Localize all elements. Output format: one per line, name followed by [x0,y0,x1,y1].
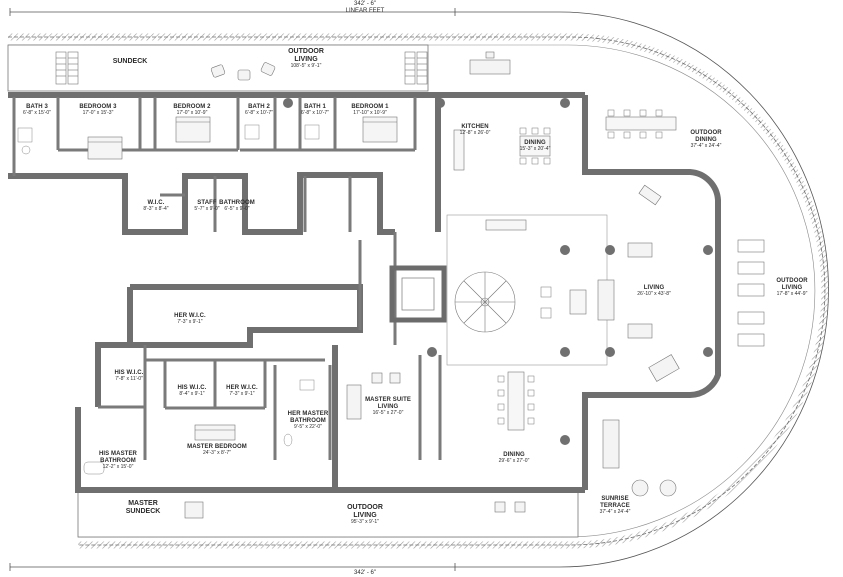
chairs [497,109,663,425]
bottom-deck [77,491,579,538]
deck-stairs [55,51,428,85]
top-deck-furniture [210,51,511,81]
top-length-label: 342' - 6" [354,1,376,7]
bath-fixtures [17,124,320,475]
room-master-sundeck: MASTER SUNDECK [125,500,161,516]
deck-rail [8,33,829,549]
partitions [12,97,442,460]
room-outdoor-living-top: OUTDOOR LIVING 108'-5" x 9'-1" [288,48,324,70]
room-her-wic: HER W.I.C.7'-3" x 9'-1" [226,385,258,397]
bottom-length-label: 342' - 6" [354,570,376,576]
loungers [737,239,765,347]
terrace-furniture [184,419,677,519]
room-sundeck-top: SUNDECK [112,58,148,65]
room-his-wic-left: HIS W.I.C.7'-8" x 11'-0" [114,370,144,382]
top-unit-label: LINEAR FEET [345,8,385,14]
dining-tables [453,116,677,431]
columns [283,98,713,445]
room-his-wic: HIS W.I.C.8'-4" x 9'-1" [177,385,207,397]
room-wic: W.I.C.8'-3" x 8'-4" [143,200,169,212]
elevator-core [389,265,447,323]
spiral-stair [454,271,516,333]
room-her-wic-top: HER W.I.C.7'-3" x 9'-1" [174,313,206,325]
living-sofas [346,184,680,420]
beds [87,116,398,441]
